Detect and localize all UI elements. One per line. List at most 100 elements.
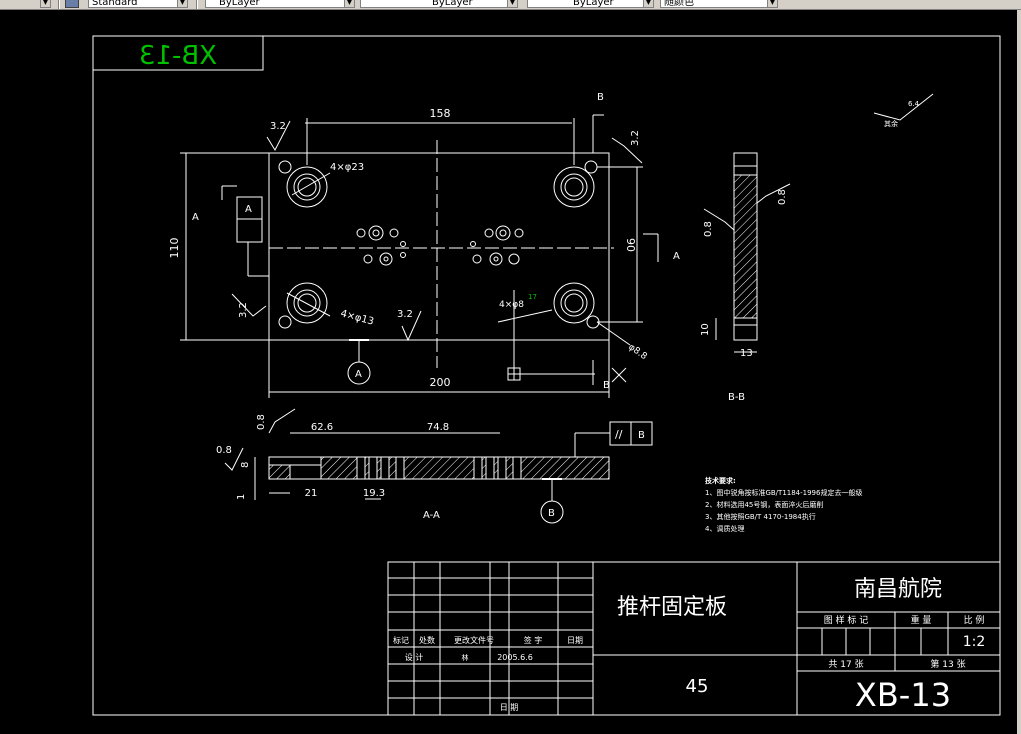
view-a-label: A	[192, 212, 199, 223]
layer-label: ByLayer	[219, 0, 260, 8]
rev-header: 签 字	[524, 635, 543, 645]
rest-label: 其余	[884, 119, 898, 128]
chevron-down-icon[interactable]: ▼	[507, 0, 518, 8]
datum-box-label: A	[245, 204, 252, 215]
right-small-label: φ8.8	[626, 342, 649, 362]
section-aa-label: A-A	[423, 510, 440, 521]
roughness-symbol	[224, 447, 244, 471]
code-box-text: XB-13	[139, 41, 217, 71]
col-header-weight: 重 量	[911, 614, 932, 626]
roughness-symbol	[268, 408, 296, 434]
small-holes-label: 4×φ13	[339, 308, 375, 327]
date-label: 日 期	[500, 703, 519, 712]
dim-right-height-label: 90	[624, 238, 637, 252]
plot-style-select[interactable]: 随颜色	[660, 0, 778, 8]
ejector-holes	[356, 225, 524, 266]
parallel-datum-label: B	[638, 430, 645, 441]
drawing-canvas[interactable]: XB-13	[0, 10, 1021, 734]
col-header-mark: 图 样 标 记	[824, 614, 869, 626]
chevron-down-icon[interactable]: ▼	[344, 0, 355, 8]
large-hole-br	[553, 282, 595, 324]
rev-header: 日期	[567, 636, 583, 645]
large-holes-label: 4×φ23	[330, 162, 364, 173]
note-item: 2、材料选用45号钢，表面淬火后磨削	[705, 500, 823, 509]
note-item: 4、调质处理	[705, 524, 744, 533]
sec-62-6-label: 62.6	[311, 422, 333, 433]
code-box-frame	[92, 35, 264, 71]
sec-19-3-label: 19.3	[363, 488, 385, 499]
roughness-label: 0.8	[777, 189, 788, 205]
view-b-label: B	[603, 380, 610, 391]
vertical-scrollbar[interactable]	[1017, 10, 1021, 734]
center-note-label: 4×φ8	[499, 300, 524, 310]
rev-header: 标记	[393, 635, 409, 645]
dropdown-arrow[interactable]: ▼	[40, 0, 51, 8]
side-13-label: 13	[740, 348, 753, 359]
total-sheets: 共 17 张	[828, 659, 863, 670]
large-hole-tl	[286, 166, 328, 208]
title-block	[387, 561, 1001, 716]
dim-height-label: 110	[168, 238, 181, 259]
text-style-icon[interactable]	[65, 0, 79, 8]
roughness-symbol	[873, 93, 934, 121]
view-a-label: A	[673, 251, 680, 262]
dim-top-width-label: 158	[430, 107, 451, 120]
roughness-symbol	[756, 183, 791, 204]
roughness-label: 3.2	[630, 130, 641, 146]
chevron-down-icon[interactable]: ▼	[177, 0, 188, 8]
scale-value: 1:2	[963, 634, 986, 650]
small-hole	[584, 160, 598, 174]
design-name: 林	[462, 653, 469, 662]
section-view-aa: 0.8 0.8 62.6 74.8 21 19.3 8 1 A-A // B B	[216, 408, 653, 524]
sec-21-label: 21	[305, 488, 318, 499]
design-label: 设 计	[405, 652, 424, 662]
technical-notes: 技术要求: 1、图中锐角按标准GB/T1184-1996规定去一般级 2、材料选…	[705, 476, 862, 533]
roughness-symbol	[266, 120, 291, 152]
roughness-label: 0.8	[256, 414, 267, 430]
lineweight-select[interactable]: ByLayer	[527, 0, 654, 8]
plate-outline	[268, 152, 610, 341]
linetype-label: ByLayer	[432, 0, 473, 8]
sec-8-label: 8	[240, 462, 251, 468]
sec-74-8-label: 74.8	[427, 422, 449, 433]
dim-bottom-width-label: 200	[430, 376, 451, 389]
drawing-number: XB-13	[855, 676, 951, 714]
green-tag-label: 17	[528, 293, 537, 301]
toolbar-separator	[58, 0, 60, 9]
sec-1-label: 1	[236, 494, 247, 500]
large-hole-tr	[553, 166, 595, 208]
roughness-label: 3.2	[270, 121, 286, 132]
view-b-label: B	[597, 92, 604, 103]
rev-header: 处数	[419, 635, 435, 645]
drawing-frame	[92, 35, 1001, 716]
linetype-select[interactable]: ByLayer	[360, 0, 518, 8]
layer-select[interactable]: ByLayer	[205, 0, 355, 8]
sheet-number: 第 13 张	[930, 658, 965, 670]
roughness-label: 3.2	[238, 302, 249, 318]
text-style-select[interactable]: Standard	[88, 0, 188, 8]
material: 45	[686, 676, 709, 697]
datum-circle-a-label: A	[355, 369, 362, 380]
small-hole	[278, 160, 292, 174]
datum-circle-b-label: B	[548, 508, 555, 519]
note-item: 3、其他按照GB/T 4170-1984执行	[705, 512, 816, 521]
small-hole	[278, 315, 292, 329]
design-date: 2005.6.6	[497, 653, 533, 662]
roughness-symbol	[401, 310, 422, 342]
rest-roughness-label: 6.4	[908, 100, 920, 108]
toolbar-separator	[196, 0, 198, 9]
col-header-scale: 比 例	[964, 614, 985, 626]
chevron-down-icon[interactable]: ▼	[643, 0, 654, 8]
notes-title: 技术要求:	[705, 476, 736, 485]
roughness-label: 0.8	[216, 445, 232, 456]
properties-toolbar: ▼ Standard ▼ ByLayer ▼ ByLayer ▼ ByLayer…	[0, 0, 1021, 10]
part-name: 推杆固定板	[617, 595, 727, 620]
lineweight-label: ByLayer	[573, 0, 614, 8]
chevron-down-icon[interactable]: ▼	[767, 0, 778, 8]
side-10-label: 10	[700, 323, 711, 336]
section-bb-label: B-B	[728, 392, 745, 403]
parallel-symbol: //	[615, 428, 623, 441]
school-name: 南昌航院	[854, 577, 942, 602]
large-hole-bl	[286, 282, 328, 324]
roughness-symbol	[703, 208, 735, 231]
